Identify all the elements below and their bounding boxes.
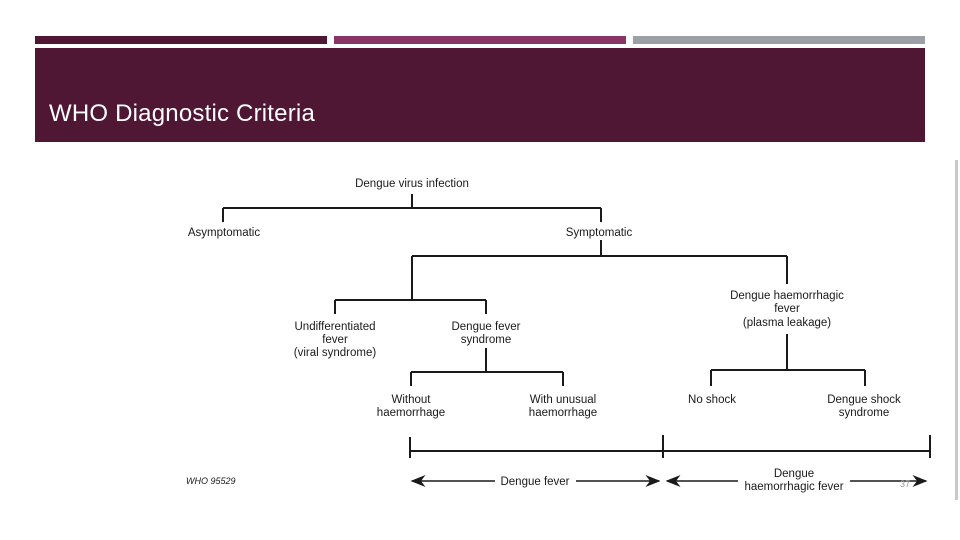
node-undifferentiated-line1: Undifferentiated [295, 321, 376, 333]
node-dfs-line1: Dengue fever [451, 321, 520, 333]
range-label-dhf-line2: haemorrhagic fever [744, 481, 843, 493]
tree-connectors [222, 194, 866, 386]
source-code: WHO 95529 [186, 476, 236, 486]
edge-divider [955, 160, 958, 500]
node-dss-line1: Dengue shock [827, 394, 901, 406]
node-dss-line2: syndrome [839, 407, 890, 419]
node-dhf-line3: (plasma leakage) [743, 317, 831, 329]
node-undifferentiated-line3: (viral syndrome) [294, 347, 377, 359]
node-dfs-line2: syndrome [461, 334, 512, 346]
node-root: Dengue virus infection [355, 178, 469, 190]
accent-stripe-2 [334, 36, 626, 44]
node-unusual-line2: haemorrhage [529, 407, 597, 419]
node-dhf-line1: Dengue haemorrhagic [730, 290, 844, 302]
node-unusual-line1: With unusual [530, 394, 596, 406]
range-bracket [409, 435, 931, 487]
node-noshock: No shock [688, 394, 736, 406]
node-symptomatic: Symptomatic [566, 227, 633, 239]
slide-title: WHO Diagnostic Criteria [49, 100, 315, 127]
node-without-line1: Without [392, 394, 432, 406]
accent-stripe-1 [35, 36, 327, 44]
node-undifferentiated-line2: fever [322, 334, 348, 346]
range-label-dhf-line1: Dengue [774, 468, 814, 480]
node-without-line2: haemorrhage [377, 407, 445, 419]
node-asymptomatic: Asymptomatic [188, 227, 260, 239]
title-banner: WHO Diagnostic Criteria [35, 48, 925, 142]
node-dhf-line2: fever [774, 303, 800, 315]
page-number: 37 [900, 479, 910, 489]
range-label-dengue-fever: Dengue fever [500, 476, 569, 488]
accent-stripe-3 [633, 36, 925, 44]
